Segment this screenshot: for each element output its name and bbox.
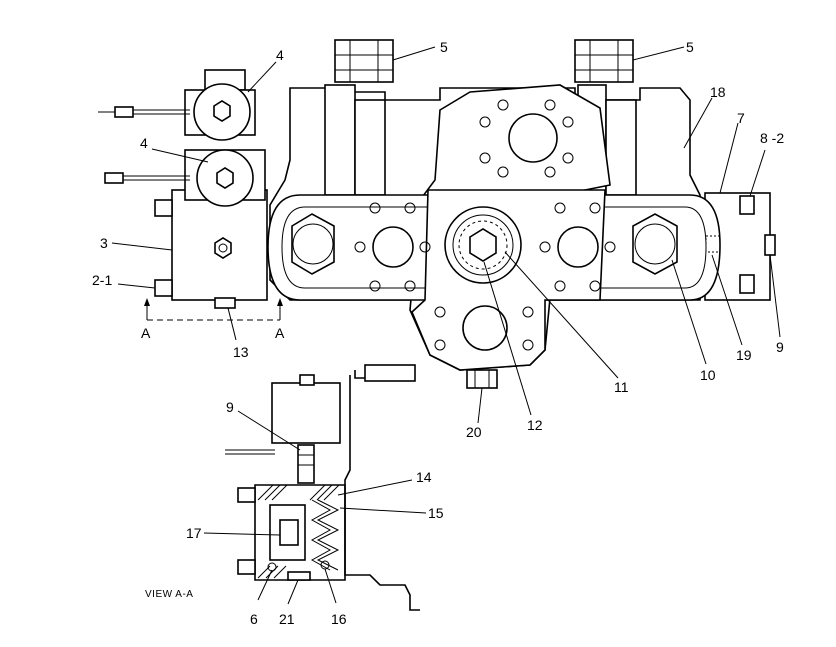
callout-9-right: 9 [776, 339, 784, 355]
callout-2-1: 2-1 [92, 272, 112, 288]
callout-3: 3 [100, 235, 108, 251]
hex-plug-right [632, 213, 678, 275]
callout-18: 18 [710, 84, 726, 100]
callout-6: 6 [250, 611, 258, 627]
callout-21: 21 [279, 611, 295, 627]
section-line-a-a [144, 298, 283, 321]
main-valve-body [154, 84, 776, 389]
callout-4-lower: 4 [140, 135, 148, 151]
callout-5-right: 5 [686, 39, 694, 55]
callout-7: 7 [737, 110, 745, 126]
callout-12: 12 [527, 417, 543, 433]
callout-10: 10 [700, 367, 716, 383]
callout-5-left: 5 [440, 39, 448, 55]
callout-a-right: A [275, 325, 285, 341]
leader-lines [111, 46, 781, 605]
view-label: VIEW A-A [145, 589, 193, 600]
callout-13: 13 [233, 344, 249, 360]
callout-a-left: A [141, 325, 151, 341]
callout-14: 14 [416, 469, 432, 485]
solenoid-lower [104, 149, 266, 207]
solenoid-upper [98, 69, 256, 141]
hex-fitting-5-left [334, 39, 394, 83]
callout-17: 17 [186, 525, 202, 541]
callout-15: 15 [428, 505, 444, 521]
callout-20: 20 [466, 424, 482, 440]
hex-plug-left [291, 213, 335, 275]
callout-19: 19 [736, 347, 752, 363]
center-cap [444, 206, 522, 284]
callout-9-view: 9 [226, 399, 234, 415]
hex-fitting-5-right [574, 39, 634, 83]
callout-16: 16 [331, 611, 347, 627]
bolt-holes [354, 99, 616, 351]
callout-11: 11 [614, 379, 629, 395]
callout-4-upper: 4 [276, 47, 284, 63]
section-view-a-a [225, 364, 420, 611]
callout-8-2: 8 -2 [760, 130, 784, 146]
